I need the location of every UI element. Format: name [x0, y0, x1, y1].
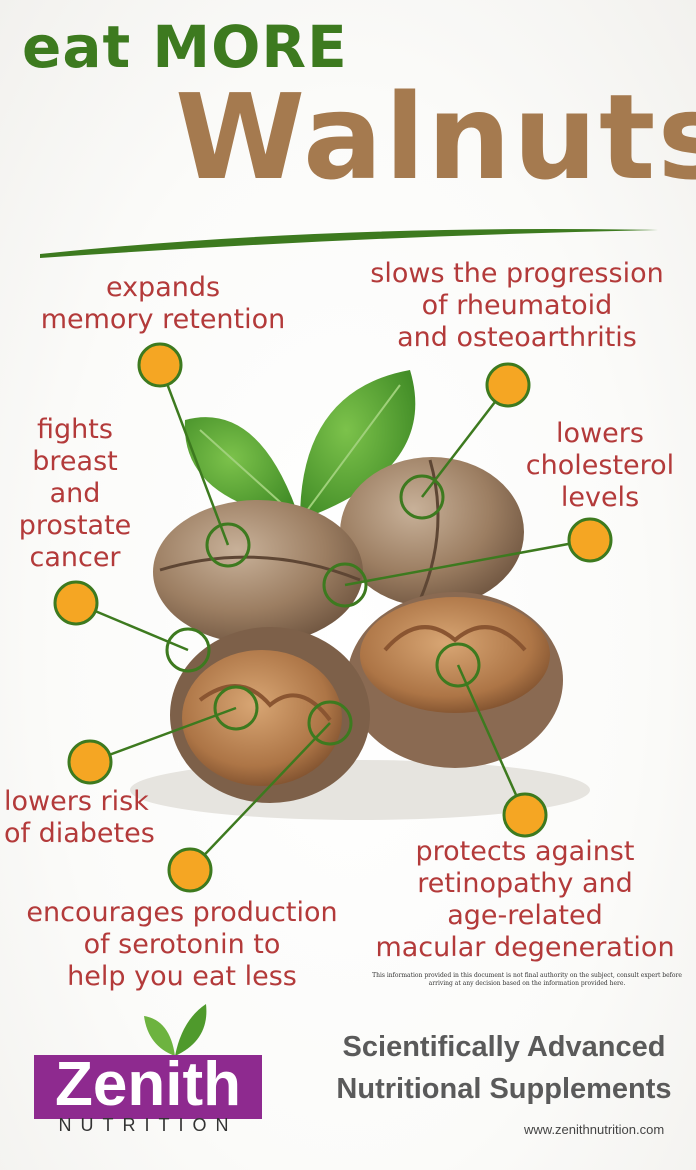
logo-subtitle: NUTRITION — [58, 1115, 238, 1135]
leaf-logo-icon — [144, 1004, 207, 1056]
logo-background — [34, 1055, 262, 1119]
benefit-cholesterol: lowers cholesterol levels — [525, 418, 675, 513]
walnut-back-right — [340, 457, 524, 607]
benefit-serotonin: encourages production of serotonin to he… — [26, 897, 338, 992]
title-eat-more: eat MORE — [22, 13, 348, 81]
title-walnuts: Walnuts — [175, 68, 696, 206]
tagline-line2: Nutritional Supplements — [336, 1073, 672, 1105]
benefit-retinopathy: protects against retinopathy and age-rel… — [375, 836, 675, 963]
tagline-line1: Scientifically Advanced — [342, 1031, 666, 1063]
logo-name: Zenith — [55, 1050, 241, 1119]
website-url[interactable]: www.zenithnutrition.com — [524, 1122, 665, 1137]
target-rings — [165, 474, 481, 746]
benefit-arthritis: slows the progression of rheumatoid and … — [370, 258, 664, 353]
green-swoosh — [40, 229, 658, 258]
benefit-dots — [53, 342, 613, 893]
disclaimer: This information provided in this docume… — [372, 972, 682, 987]
benefit-cancer: fights breast and prostate cancer — [18, 414, 132, 573]
benefit-diabetes: lowers risk of diabetes — [4, 786, 155, 849]
benefit-memory: expands memory retention — [40, 272, 286, 335]
walnut-back-left — [153, 500, 363, 644]
